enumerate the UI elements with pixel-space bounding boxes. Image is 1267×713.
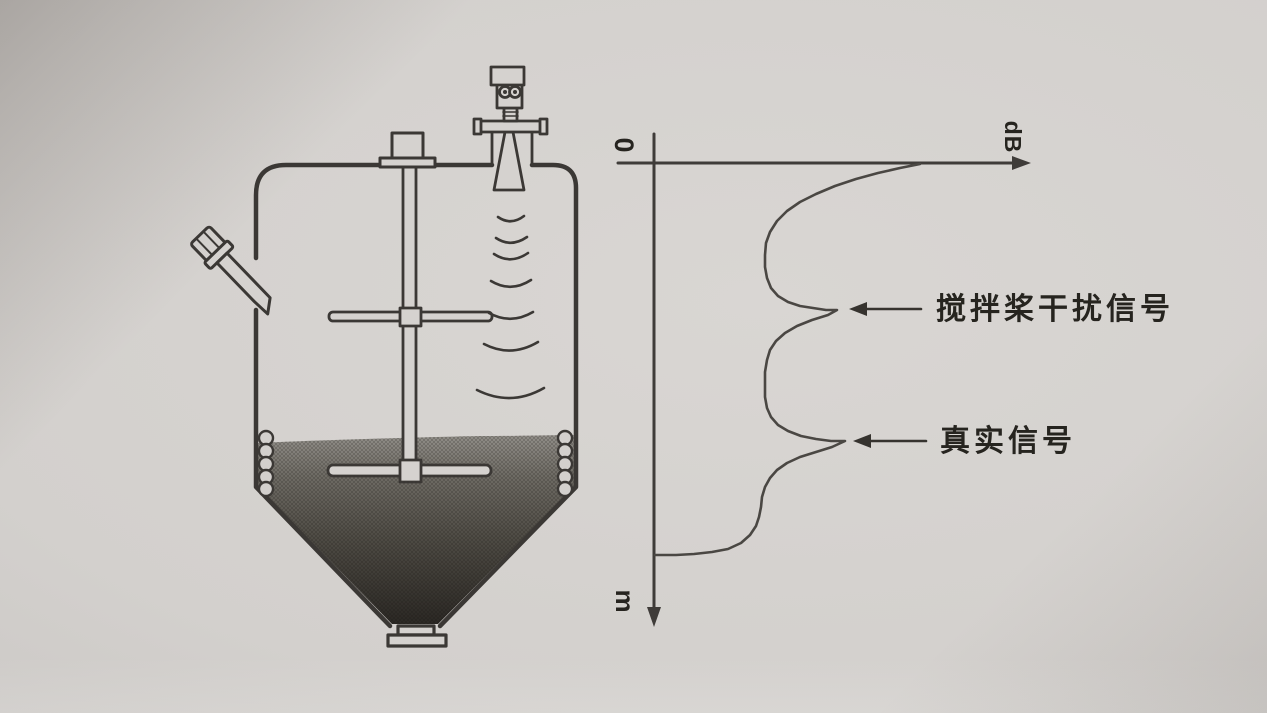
annotation-arrows (849, 302, 928, 448)
annotation-true-signal-label: 真实信号 (940, 425, 1076, 458)
bottom-outlet-flange (386, 624, 448, 648)
horn-antenna (492, 130, 526, 192)
agitator-hub-lower (398, 458, 423, 484)
agitator-hub-upper (398, 306, 423, 328)
inlet-nozzle (190, 225, 272, 316)
sensor-neck-threads (502, 111, 519, 117)
sensor-neck (502, 106, 519, 123)
true-signal-arrowhead (853, 434, 871, 448)
tank-shell (253, 162, 579, 629)
echo-curve (653, 162, 922, 557)
y-axis-label: m (610, 589, 641, 613)
mount-block (390, 131, 425, 161)
plot-axes (616, 132, 1031, 627)
sensor-flange (476, 119, 545, 134)
sensor-flange-bolt-right (538, 117, 549, 136)
interference-arrowhead (849, 302, 867, 316)
x-axis-arrowhead (1012, 156, 1031, 170)
sensor-nozzle-stub (490, 131, 534, 167)
wall-coils (257, 429, 574, 498)
origin-label: 0 (609, 137, 640, 153)
y-axis-arrowhead (647, 607, 661, 627)
material-fill (258, 435, 574, 624)
radar-level-sensor (472, 65, 549, 192)
agitator-mount (378, 131, 437, 169)
sensor-flange-bolt-left (472, 117, 483, 136)
x-axis-label: dB (1000, 120, 1027, 154)
tank-drawing (190, 65, 579, 648)
nozzle-pipe (215, 251, 272, 316)
echo-plot (616, 132, 1031, 627)
nozzle-cap-ridges (196, 231, 221, 256)
sensor-display (489, 65, 526, 87)
agitator (326, 164, 494, 484)
radar-beam-arcs (475, 214, 546, 400)
annotation-interference-label: 搅拌桨干扰信号 (936, 293, 1174, 326)
mount-flange (378, 156, 437, 169)
